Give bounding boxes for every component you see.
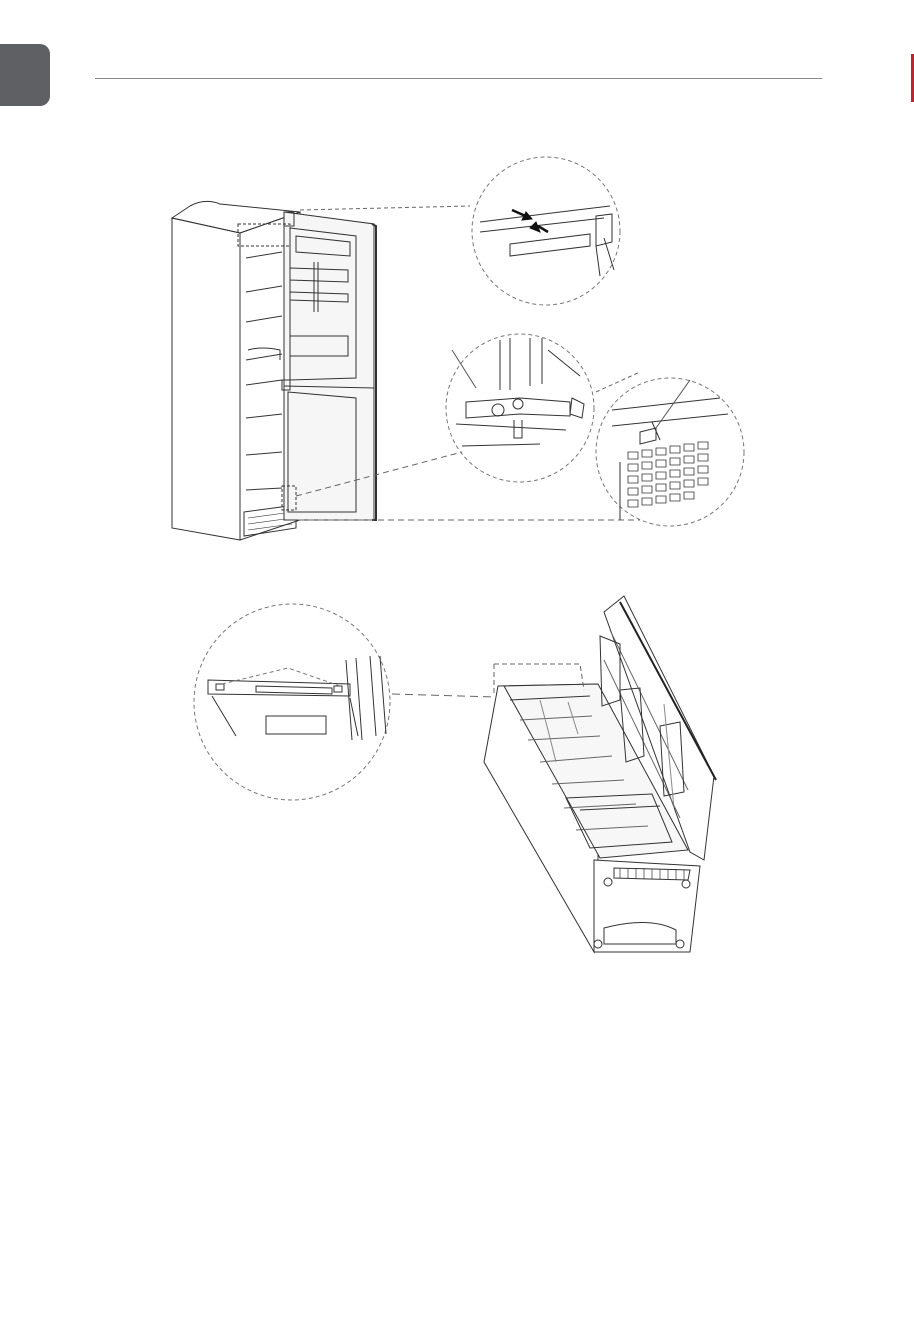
middle-hinge-detail-circle (446, 334, 594, 482)
lying-fridge-illustration (484, 596, 716, 952)
top-frame-detail-circle (194, 604, 390, 800)
upright-fridge-illustration (172, 201, 376, 540)
bottom-hinge-detail-circle (596, 378, 744, 526)
top-hinge-detail-circle (472, 157, 620, 305)
